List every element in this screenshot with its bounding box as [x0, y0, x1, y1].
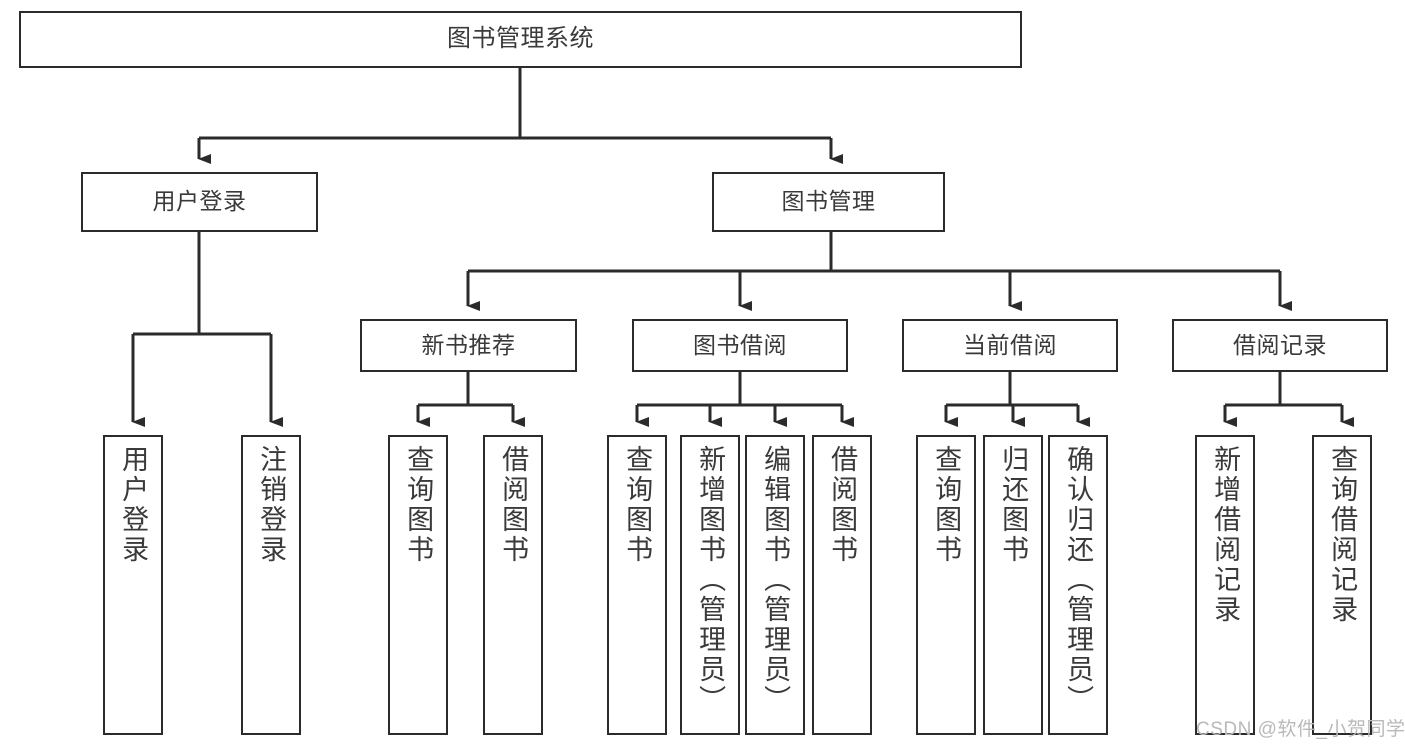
leaf-query-book-3-label: 查询图书: [931, 445, 962, 565]
node-borrow-record-label: 借阅记录: [1233, 331, 1327, 358]
leaf-return-book-label: 归还图书: [998, 445, 1029, 565]
leaf-query-book-2-label: 查询图书: [622, 445, 653, 565]
node-book-manage[interactable]: 图书管理: [712, 172, 945, 232]
leaf-add-book-admin-label: 新增图书（管理员）: [695, 445, 726, 715]
node-book-borrow-label: 图书借阅: [693, 331, 787, 358]
leaf-borrow-book-1-label: 借阅图书: [498, 445, 529, 565]
leaf-borrow-book-2[interactable]: 借阅图书: [812, 435, 872, 735]
node-root-label: 图书管理系统: [447, 25, 594, 53]
leaf-user-login-label: 用户登录: [118, 445, 149, 565]
node-book-manage-label: 图书管理: [781, 188, 876, 215]
leaf-confirm-return[interactable]: 确认归还（管理员）: [1048, 435, 1108, 735]
leaf-confirm-return-label: 确认归还（管理员）: [1063, 445, 1094, 715]
leaf-query-borrow-record-label: 查询借阅记录: [1327, 445, 1358, 625]
leaf-add-borrow-record[interactable]: 新增借阅记录: [1195, 435, 1255, 735]
node-current-borrow-label: 当前借阅: [963, 331, 1057, 358]
node-new-book-recommend-label: 新书推荐: [421, 331, 516, 358]
leaf-query-book-3[interactable]: 查询图书: [916, 435, 976, 735]
leaf-return-book[interactable]: 归还图书: [983, 435, 1043, 735]
leaf-logout-login-label: 注销登录: [256, 445, 287, 565]
leaf-add-book-admin[interactable]: 新增图书（管理员）: [680, 435, 740, 735]
leaf-borrow-book-1[interactable]: 借阅图书: [483, 435, 543, 735]
leaf-add-borrow-record-label: 新增借阅记录: [1210, 445, 1241, 625]
leaf-query-book-1[interactable]: 查询图书: [388, 435, 448, 735]
node-user-login-label: 用户登录: [152, 188, 247, 215]
node-book-borrow[interactable]: 图书借阅: [632, 319, 848, 372]
csdn-watermark: CSDN @软件_小贺同学: [1196, 719, 1405, 740]
leaf-borrow-book-2-label: 借阅图书: [827, 445, 858, 565]
node-current-borrow[interactable]: 当前借阅: [902, 319, 1118, 372]
node-user-login[interactable]: 用户登录: [81, 172, 318, 232]
node-new-book-recommend[interactable]: 新书推荐: [360, 319, 577, 372]
leaf-user-login[interactable]: 用户登录: [103, 435, 163, 735]
node-borrow-record[interactable]: 借阅记录: [1172, 319, 1388, 372]
leaf-query-book-2[interactable]: 查询图书: [607, 435, 667, 735]
leaf-logout-login[interactable]: 注销登录: [241, 435, 301, 735]
leaf-edit-book-admin[interactable]: 编辑图书（管理员）: [745, 435, 805, 735]
leaf-query-book-1-label: 查询图书: [403, 445, 434, 565]
leaf-query-borrow-record[interactable]: 查询借阅记录: [1312, 435, 1372, 735]
node-root[interactable]: 图书管理系统: [19, 11, 1022, 68]
leaf-edit-book-admin-label: 编辑图书（管理员）: [760, 445, 791, 715]
